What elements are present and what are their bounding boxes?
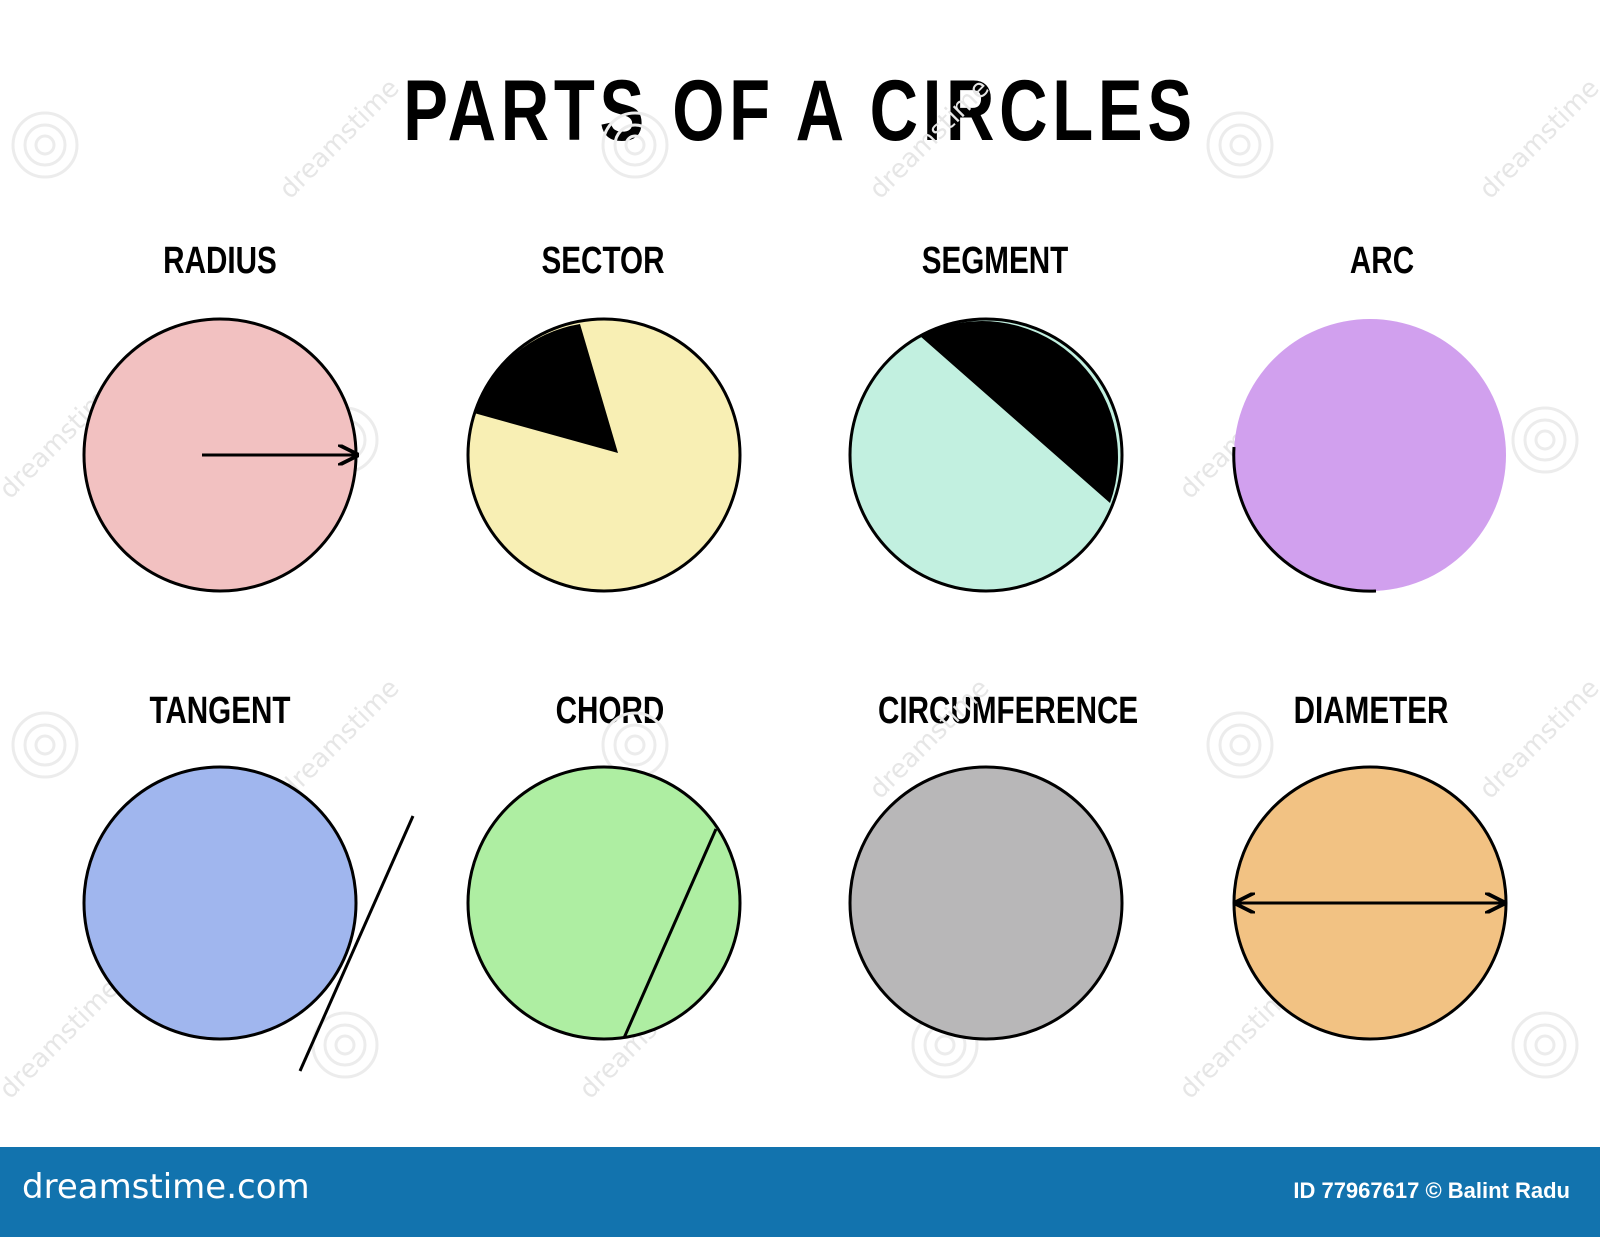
circumference-figure xyxy=(848,765,1124,1041)
svg-text:dreamstime: dreamstime xyxy=(274,73,406,205)
svg-text:dreamstime: dreamstime xyxy=(864,73,996,205)
segment-region xyxy=(920,321,1118,503)
svg-text:dreamstime: dreamstime xyxy=(274,673,406,805)
svg-text:dreamstime: dreamstime xyxy=(0,973,125,1105)
chord-circle xyxy=(466,765,742,1041)
arc-line xyxy=(1232,446,1377,593)
segment-outline xyxy=(848,317,1124,593)
label-radius: RADIUS xyxy=(163,240,277,282)
sector-figure xyxy=(466,317,742,593)
page-title: PARTS OF A CIRCLES xyxy=(403,63,1197,159)
arc-circle xyxy=(1234,319,1506,591)
label-sector: SECTOR xyxy=(541,240,665,282)
chord-line xyxy=(622,828,718,1039)
svg-text:dreamstime: dreamstime xyxy=(1474,673,1600,805)
diameter-figure xyxy=(1232,765,1508,1041)
label-arc: ARC xyxy=(1349,240,1415,282)
label-circumference: CIRCUMFERENCE xyxy=(878,690,1139,732)
tangent-figure xyxy=(82,765,415,1072)
chord-figure xyxy=(466,765,742,1041)
sector-wedge xyxy=(474,324,618,453)
label-diameter: DIAMETER xyxy=(1293,690,1449,732)
circumference-circle xyxy=(848,765,1124,1041)
svg-text:dreamstime: dreamstime xyxy=(1474,73,1600,205)
label-segment: SEGMENT xyxy=(921,240,1069,282)
arc-figure xyxy=(1232,319,1506,593)
radius-figure xyxy=(82,317,357,593)
footer-image-id: ID 77967617 © Balint Radu xyxy=(1293,1178,1570,1203)
label-tangent: TANGENT xyxy=(149,690,291,732)
circles-diagram: dreamstime dreamstime dreamstime dreamst… xyxy=(0,73,1600,1105)
tangent-circle xyxy=(82,765,358,1041)
footer-brand[interactable]: dreamstime.com xyxy=(22,1167,310,1207)
footer-bar: dreamstime.com ID 77967617 © Balint Radu xyxy=(0,1147,1600,1237)
sector-outline xyxy=(466,317,742,593)
tangent-line xyxy=(298,815,415,1072)
segment-figure xyxy=(848,317,1124,593)
